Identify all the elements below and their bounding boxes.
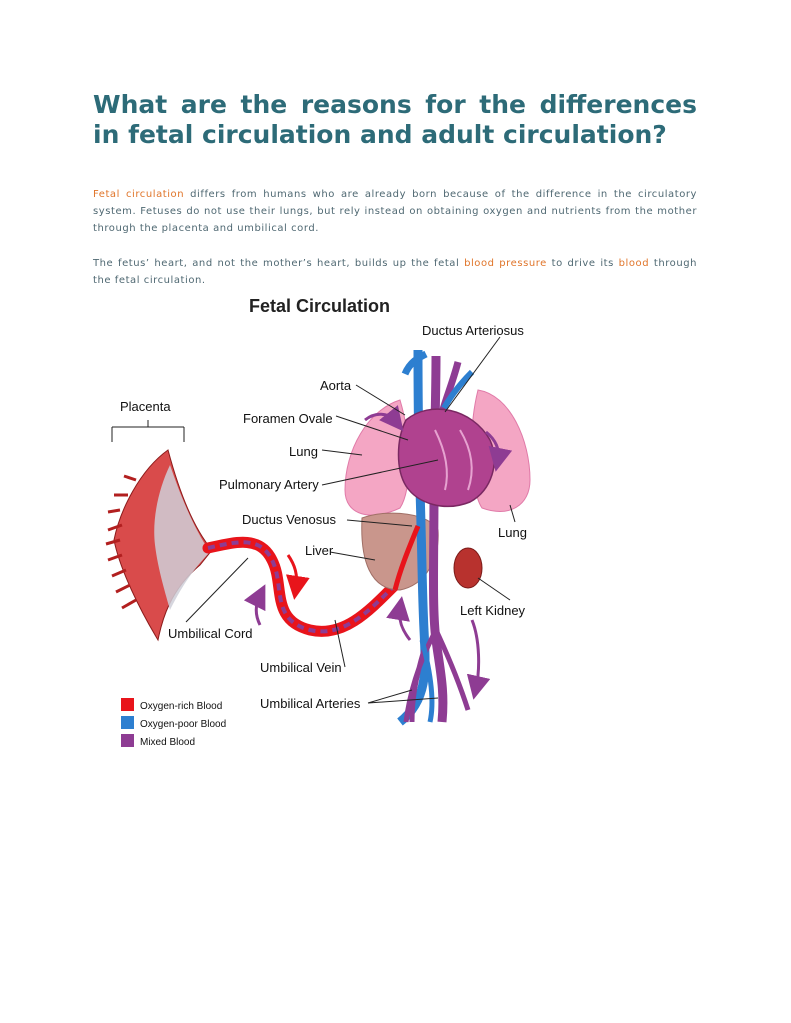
diagram-title: Fetal Circulation bbox=[249, 296, 390, 316]
paragraph-fetal-circulation: Fetal circulation differs from humans wh… bbox=[93, 186, 697, 237]
heart-flow-arrow-icon bbox=[485, 430, 513, 472]
svc-branch-shape bbox=[401, 350, 428, 376]
legend-swatch-mixed bbox=[121, 734, 134, 747]
fetal-circulation-link[interactable]: Fetal circulation bbox=[93, 189, 185, 200]
article: What are the reasons for the differences… bbox=[93, 90, 697, 289]
label-leader-lines bbox=[185, 336, 516, 704]
paragraph1-text: differs from humans who are already born… bbox=[93, 189, 698, 234]
label-foramen-ovale: Foramen Ovale bbox=[243, 411, 333, 426]
legend: Oxygen-rich Blood Oxygen-poor Blood Mixe… bbox=[121, 698, 226, 748]
paragraph-fetal-heart: The fetus’ heart, and not the mother’s h… bbox=[93, 255, 697, 289]
legend-swatch-oxygen-poor bbox=[121, 716, 134, 729]
label-ductus-arteriosus: Ductus Arteriosus bbox=[422, 323, 524, 338]
label-pulmonary-artery: Pulmonary Artery bbox=[219, 477, 319, 492]
flow-arrow-red-icon bbox=[285, 554, 310, 600]
heart-chambers-shape bbox=[434, 429, 473, 491]
iliac-veins-shape bbox=[419, 639, 435, 723]
vena-cava-shape bbox=[397, 349, 430, 726]
flow-arrow-purple-mid-icon bbox=[386, 596, 412, 641]
ductus-venosus-vessel-shape bbox=[392, 525, 421, 591]
label-lung-left: Lung bbox=[289, 444, 318, 459]
placenta-shape bbox=[105, 449, 213, 642]
label-left-kidney: Left Kidney bbox=[460, 603, 526, 618]
blood-pressure-link[interactable]: blood pressure bbox=[464, 258, 547, 269]
legend-label-oxygen-rich: Oxygen-rich Blood bbox=[140, 701, 222, 712]
paragraph2-text-c: through the fetal circulation. bbox=[93, 258, 698, 286]
left-kidney-shape bbox=[453, 547, 483, 589]
paragraph2-text-a: The fetus’ heart, and not the mother’s h… bbox=[93, 258, 465, 269]
blood-link[interactable]: blood bbox=[618, 258, 650, 269]
fetal-circulation-diagram: Fetal Circulation bbox=[100, 290, 550, 760]
iliac-arteries-shape bbox=[403, 628, 471, 723]
label-umbilical-arteries: Umbilical Arteries bbox=[260, 696, 361, 711]
article-title: What are the reasons for the differences… bbox=[93, 90, 697, 149]
label-lung-right: Lung bbox=[498, 525, 527, 540]
legend-swatch-oxygen-rich bbox=[121, 698, 134, 711]
legend-label-mixed: Mixed Blood bbox=[140, 737, 195, 748]
flow-arrow-purple-left-icon bbox=[243, 584, 266, 626]
label-placenta: Placenta bbox=[120, 399, 171, 414]
pulmonary-trunk-shape bbox=[441, 369, 475, 410]
label-umbilical-cord: Umbilical Cord bbox=[168, 626, 253, 641]
paragraph2-text-b: to drive its bbox=[546, 258, 619, 269]
label-umbilical-vein: Umbilical Vein bbox=[260, 660, 342, 675]
flow-arrow-purple-right-icon bbox=[466, 619, 491, 700]
lung-flow-arrow-icon bbox=[364, 405, 404, 432]
placenta-bracket bbox=[111, 420, 185, 442]
diagram-svg: Fetal Circulation bbox=[105, 296, 531, 748]
label-liver: Liver bbox=[305, 543, 334, 558]
legend-label-oxygen-poor: Oxygen-poor Blood bbox=[140, 719, 226, 730]
label-aorta: Aorta bbox=[320, 378, 352, 393]
umbilical-cord-shape bbox=[202, 536, 406, 637]
label-ductus-venosus: Ductus Venosus bbox=[242, 512, 336, 527]
